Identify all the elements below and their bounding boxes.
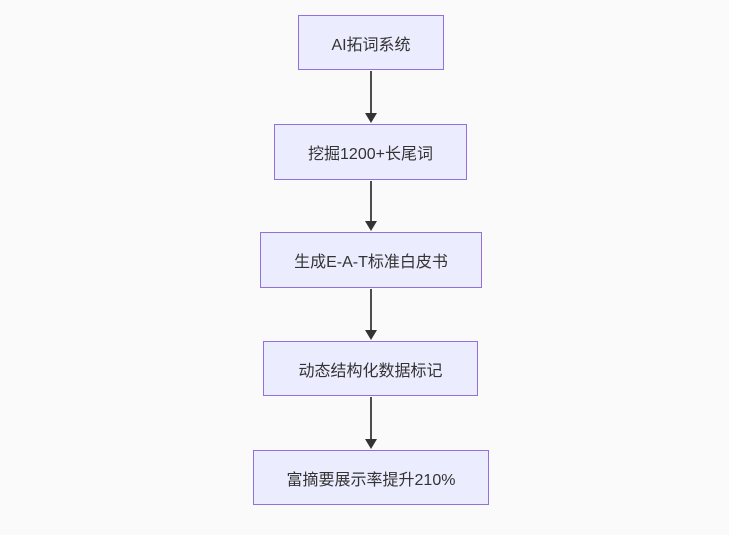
arrow-down-icon <box>364 181 378 231</box>
flowchart-node-structured-data-markup: 动态结构化数据标记 <box>263 341 478 396</box>
flowchart-node-eat-whitepaper: 生成E-A-T标准白皮书 <box>260 232 482 288</box>
arrow-shaft <box>370 397 372 440</box>
arrow-down-icon <box>364 397 378 449</box>
arrow-down-icon <box>364 71 378 123</box>
flowchart-node-longtail-keywords: 挖掘1200+长尾词 <box>274 124 467 180</box>
arrow-down-icon <box>364 289 378 340</box>
flowchart-node-rich-snippet-rate: 富摘要展示率提升210% <box>253 450 489 505</box>
flowchart-node-ai-expansion-system: AI拓词系统 <box>298 15 444 70</box>
arrowhead-icon <box>365 330 377 340</box>
arrowhead-icon <box>365 113 377 123</box>
arrowhead-icon <box>365 439 377 449</box>
arrow-shaft <box>370 71 372 114</box>
arrow-shaft <box>370 289 372 331</box>
arrowhead-icon <box>365 221 377 231</box>
arrow-shaft <box>370 181 372 222</box>
